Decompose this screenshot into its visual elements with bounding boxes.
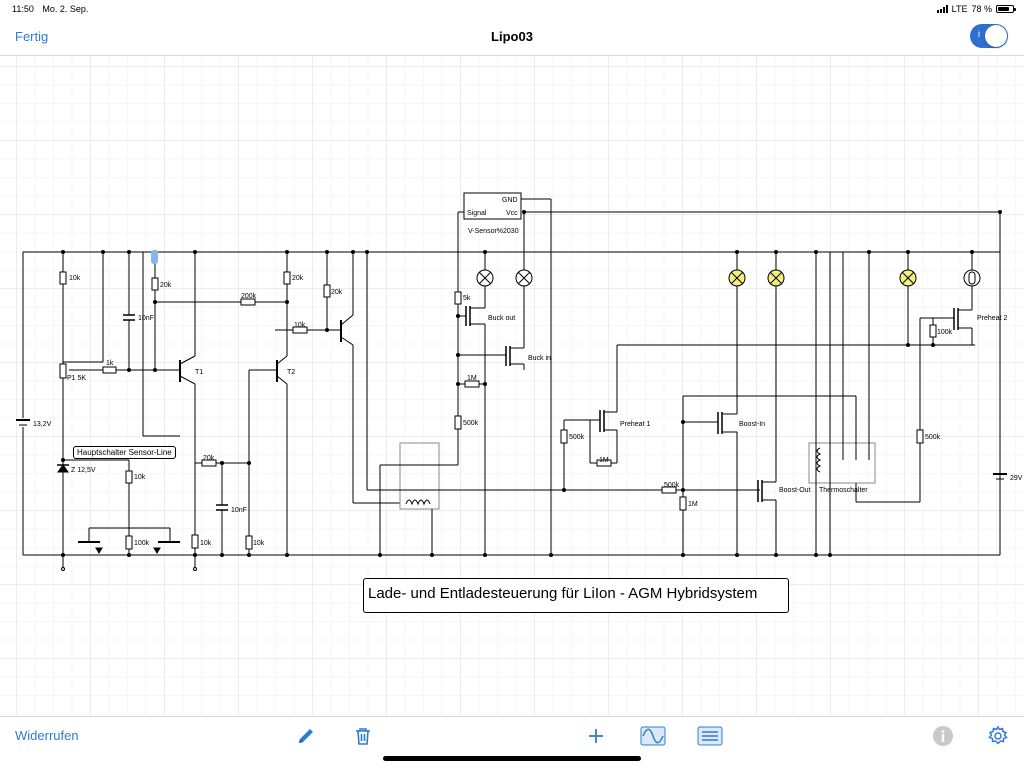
c10nf-a-label: 10nF [138,315,154,322]
r500k-d-label: 500k [925,434,941,441]
buck-out-label: Buck out [488,315,515,322]
r500k-a-label: 500k [463,420,479,427]
mosfet-buck-out [458,306,485,326]
undo-button[interactable]: Widerrufen [15,728,79,743]
r1m-b-label: 1M [599,457,609,464]
transistor-t2 [249,355,288,385]
mosfet-buck-in [458,346,524,366]
pencil-icon[interactable] [295,725,321,747]
r20k-b-label: 20k [292,275,304,282]
r200k-label: 200k [241,293,257,300]
lamp-buck-in [515,269,533,287]
r1m-c-label: 1M [688,501,698,508]
main-switch-label[interactable]: Hauptschalter Sensor-Line [73,446,176,459]
home-indicator [383,756,641,761]
date: Mo. 2. Sep. [42,4,89,14]
cell-signal-icon [936,5,948,13]
voltage-sensor-block: GND Signal Vcc [463,192,522,220]
transistor-t1 [172,355,196,385]
r1k-label: 1k [106,360,114,367]
battery-percent: 78 % [971,4,992,14]
r10k-base-label: 10k [294,322,306,329]
r5k-label: 5k [463,295,471,302]
t1-label: T1 [195,369,203,376]
schematic-caption[interactable]: Lade- und Entladesteuerung für LiIon - A… [363,578,789,613]
settings-gear-icon[interactable] [987,725,1013,747]
r20k-a-label: 20k [160,282,172,289]
lamp-buck-out [476,269,494,287]
mosfet-boost-in [717,412,737,434]
r20k-c-label: 20k [331,289,343,296]
add-icon[interactable] [585,725,611,747]
mosfet-preheat2 [953,308,972,330]
schematic-canvas[interactable]: 13,2V 10k P1 5K Z 12,5V 1k 10nF 20k 200k [0,56,1024,716]
sensor-vcc: Vcc [506,210,518,217]
sensor-name: V-Sensor%2030 [468,228,519,235]
zener-label: Z 12,5V [71,467,96,474]
lamp-boost-in [728,269,746,287]
bat29-label: 29V [1010,475,1023,482]
toggle-label: i [978,29,980,39]
selection-handle[interactable] [151,250,158,264]
r100k-l-label: 100k [134,540,150,547]
mosfet-preheat1 [599,410,617,432]
c10nf-b-label: 10nF [231,507,247,514]
sensor-signal: Signal [467,210,487,217]
r10k-bl-label: 10k [200,540,212,547]
junction-dots [61,210,1002,557]
network-type: LTE [951,4,968,14]
info-toggle[interactable]: i [970,24,1008,48]
p1-label: P1 5K [67,375,86,382]
mosfet-boost-out [757,480,776,502]
boost-in-label: Boost-In [739,421,765,428]
bat13-label: 13,2V [33,421,52,428]
r1m-a-label: 1M [467,375,477,382]
heater-element [963,269,981,287]
battery-13v-symbol [16,418,30,427]
preheat1-label: Preheat 1 [620,421,650,428]
lamp-preheat [899,269,917,287]
battery-icon [996,5,1016,13]
r500k-c-label: 500k [664,482,680,489]
r20k-d-label: 20k [203,455,215,462]
document-title: Lipo03 [491,29,533,44]
done-button[interactable]: Fertig [15,29,49,44]
r10k-z-label: 10k [134,474,146,481]
r100k-r-label: 100k [937,329,953,336]
list-icon[interactable] [697,725,723,747]
t2-label: T2 [287,369,295,376]
navigation-bar: Fertig Lipo03 i [0,18,1024,56]
preheat2-label: Preheat 2 [977,315,1007,322]
r10k-br-label: 10k [253,540,265,547]
toggle-knob [985,25,1007,47]
clock: 11:50 [12,4,34,14]
circuit-diagram: 13,2V 10k P1 5K Z 12,5V 1k 10nF 20k 200k [16,192,1023,571]
lamp-boost-out [767,269,785,287]
power-transistor [340,314,354,346]
r500k-b-label: 500k [569,434,585,441]
sensor-gnd: GND [502,197,518,204]
status-bar: 11:50 Mo. 2. Sep. LTE 78 % [0,0,1024,18]
r10k-top-label: 10k [69,275,81,282]
thermo-label: Thermoschalter [819,487,868,494]
buck-in-label: Buck in [528,355,551,362]
trash-icon[interactable] [352,725,378,747]
boost-out-label: Boost-Out [779,487,811,494]
info-icon[interactable] [932,725,958,747]
waveform-icon[interactable] [640,725,666,747]
